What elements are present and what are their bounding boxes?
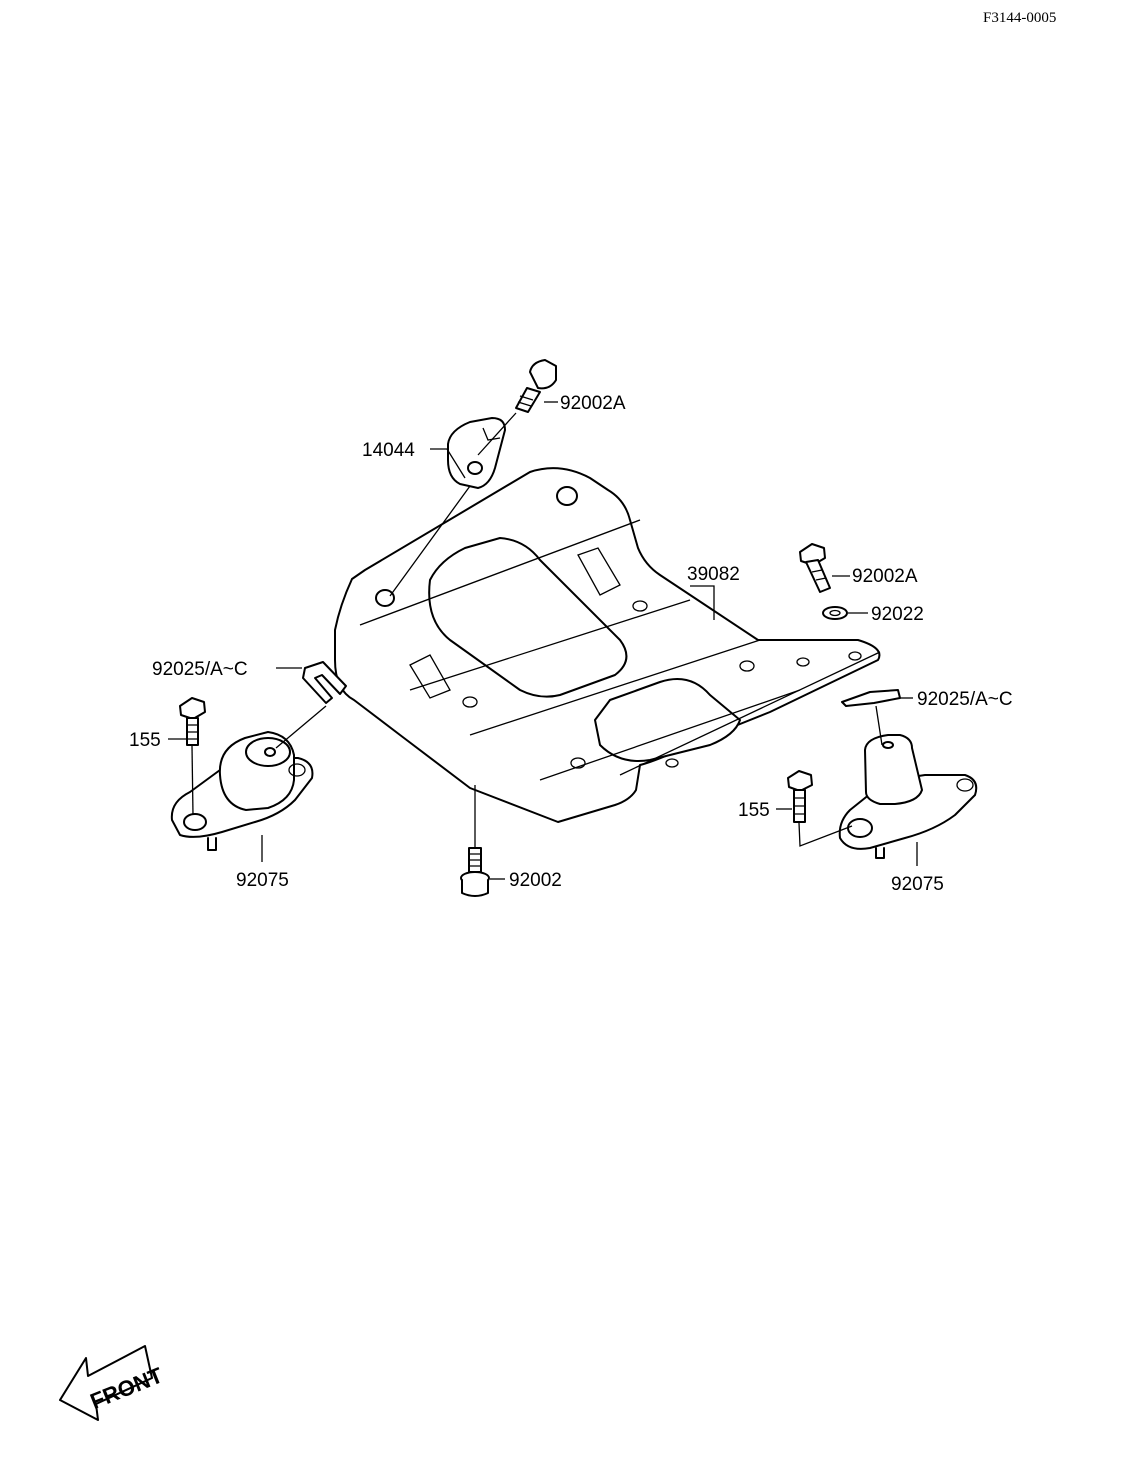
label-92025-left: 92025/A~C	[152, 659, 248, 680]
label-92075-right: 92075	[891, 874, 944, 895]
engine-mount-92075-right	[838, 734, 978, 859]
shim-92025-right	[841, 689, 901, 707]
label-14044: 14044	[362, 440, 415, 461]
bolt-155-right	[787, 770, 813, 823]
label-92025-right: 92025/A~C	[917, 689, 1013, 710]
diagram-code: F3144-0005	[983, 10, 1056, 26]
label-39082: 39082	[687, 564, 740, 585]
bolt-92002A-top	[515, 359, 557, 413]
leader-lines	[168, 401, 918, 880]
shim-92025-left	[302, 661, 347, 704]
label-92075-left: 92075	[236, 870, 289, 891]
front-arrow-icon: FRONT	[59, 1345, 167, 1421]
bolt-155-left	[179, 697, 206, 746]
washer-92022	[822, 606, 848, 620]
bracket-14044	[447, 417, 506, 489]
label-92022: 92022	[871, 604, 924, 625]
label-92002A-top: 92002A	[560, 393, 626, 414]
label-155-right: 155	[738, 800, 770, 821]
label-92002A-right: 92002A	[852, 566, 918, 587]
bolt-92002-bottom	[460, 847, 490, 897]
label-92002-bottom: 92002	[509, 870, 562, 891]
bolt-92002A-right	[799, 543, 831, 593]
label-155-left: 155	[129, 730, 161, 751]
engine-plate-39082	[334, 467, 881, 823]
